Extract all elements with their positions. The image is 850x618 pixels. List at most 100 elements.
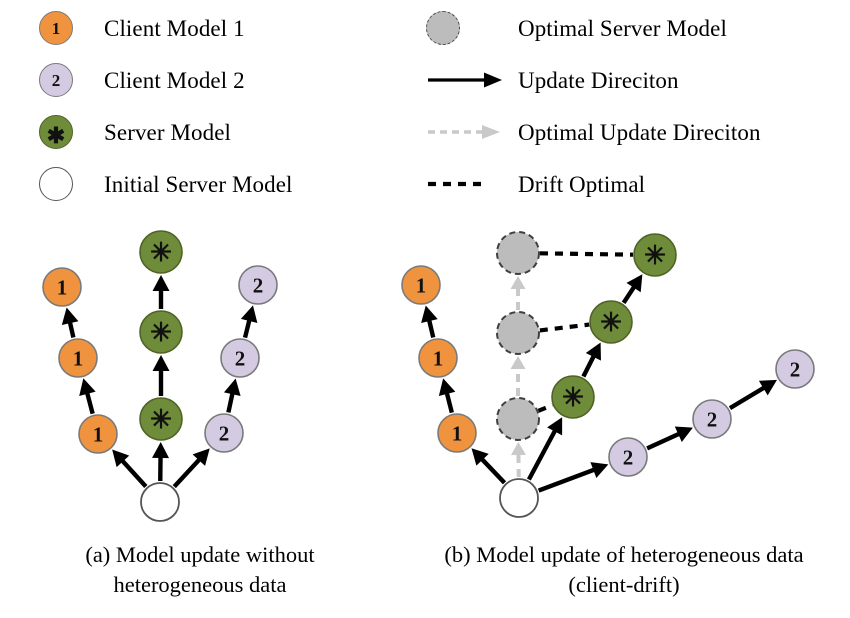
legend-marker-wrapper: ✱ bbox=[8, 115, 104, 149]
panel-b-node-circle bbox=[496, 231, 540, 275]
optimal-update-direction-arrow-icon bbox=[428, 125, 500, 139]
panel-b-node-circle bbox=[499, 478, 539, 518]
legend-item-right-2: Update Direciton bbox=[420, 54, 679, 106]
panel-a-node-server: ✳ bbox=[139, 310, 183, 354]
legend-marker-wrapper: 2 bbox=[8, 63, 104, 97]
panel-a-node-star-glyph: ✳ bbox=[150, 318, 172, 347]
panel-b-node-circle bbox=[437, 413, 477, 453]
legend-item-left-4: Initial Server Model bbox=[8, 158, 293, 210]
legend-label: Client Model 2 bbox=[104, 67, 245, 93]
panel-b-svg: 1 1 1 ✳ ✳ ✳ 2 2 2 bbox=[401, 231, 815, 518]
panel-a-node-client1: 1 bbox=[42, 267, 82, 307]
panel-b-update-arrow-shaft bbox=[728, 385, 767, 411]
update-direction-arrow-icon bbox=[428, 72, 502, 88]
legend-item-right-1: Optimal Server Model bbox=[420, 2, 727, 54]
panel-b-drift-optimal-line bbox=[539, 322, 590, 333]
legend-label: Optimal Update Direciton bbox=[518, 119, 761, 145]
panel-a-node-star-glyph: ✳ bbox=[150, 405, 172, 434]
panel-b-node-client2: 2 bbox=[608, 437, 648, 477]
panel-a-node-client1: 1 bbox=[78, 414, 118, 454]
initial-server-model-icon bbox=[39, 167, 73, 201]
drift-optimal-line-icon bbox=[428, 181, 488, 187]
caption-b-line1: (b) Model update of heterogeneous data bbox=[444, 542, 804, 567]
panel-b-optimal-update-arrowhead bbox=[510, 356, 526, 369]
panel-a-node-label: 1 bbox=[73, 347, 84, 371]
diagram-panels: 1 1 1 ✳ ✳ ✳ 2 2 2 1 1 1 ✳ ✳ ✳ 2 2 2 bbox=[0, 210, 850, 540]
panel-a-update-arrow-shaft bbox=[84, 391, 95, 415]
panel-b-node-circle bbox=[692, 399, 732, 439]
panel-b-optimal-update-arrowhead bbox=[510, 276, 526, 289]
panel-b-node-optimal bbox=[496, 231, 540, 275]
panel-b-node-client1: 1 bbox=[418, 338, 458, 378]
panel-b-node-label: 1 bbox=[433, 347, 444, 371]
panel-b-edges bbox=[421, 251, 778, 493]
caption-a-line1: (a) Model update without bbox=[85, 542, 315, 567]
panel-b-node-label: 2 bbox=[707, 408, 718, 432]
panel-b-node-star-glyph: ✳ bbox=[600, 308, 622, 337]
panel-a-update-arrowhead bbox=[240, 305, 258, 323]
panel-b-node-circle bbox=[496, 311, 540, 355]
panel-a-node-circle bbox=[139, 397, 183, 441]
panel-a-node-client2: 2 bbox=[238, 265, 278, 305]
panel-b-node-optimal bbox=[496, 311, 540, 355]
panel-a-update-arrow-shaft bbox=[119, 458, 148, 488]
panel-b-node-client2: 2 bbox=[775, 349, 815, 389]
server-model-icon: ✱ bbox=[39, 115, 73, 149]
panel-a-update-arrowhead bbox=[112, 449, 130, 468]
panel-a-update-arrowhead bbox=[152, 355, 170, 371]
legend-label: Drift Optimal bbox=[518, 171, 646, 197]
panel-b-node-circle bbox=[401, 265, 441, 305]
legend-label: Optimal Server Model bbox=[518, 15, 727, 41]
panel-b-node-circle bbox=[551, 375, 595, 419]
panel-b-optimal-update-arrowhead bbox=[510, 441, 526, 456]
legend-marker-wrapper bbox=[8, 167, 104, 201]
legend-marker-wrapper: 1 bbox=[8, 11, 104, 45]
client-model-2-icon: 2 bbox=[39, 63, 73, 97]
panel-b-node-circle bbox=[775, 349, 815, 389]
panel-a-node-circle bbox=[139, 310, 183, 354]
panel-b-update-arrow-shaft bbox=[426, 318, 436, 339]
panel-b-drift-optimal-line bbox=[537, 403, 554, 413]
panel-b-update-arrowhead bbox=[626, 274, 643, 293]
panel-b-node-server: ✳ bbox=[551, 375, 595, 419]
panel-a-node-circle bbox=[58, 338, 98, 378]
optimal-server-model-icon bbox=[426, 11, 460, 45]
panel-a-node-label: 2 bbox=[219, 422, 230, 446]
panel-a-edges bbox=[61, 275, 258, 489]
panel-a-node-server: ✳ bbox=[139, 397, 183, 441]
panel-a-nodes: 1 1 1 ✳ ✳ ✳ 2 2 2 bbox=[42, 230, 278, 522]
panel-a-node-client2: 2 bbox=[220, 338, 260, 378]
panel-b-node-circle bbox=[418, 338, 458, 378]
panel-a-node-circle bbox=[42, 267, 82, 307]
panel-b-update-arrow-shaft bbox=[444, 391, 454, 414]
panel-b-node-server: ✳ bbox=[633, 233, 677, 277]
caption-b-line2: (client-drift) bbox=[568, 571, 680, 597]
panel-b-node-label: 1 bbox=[416, 274, 427, 298]
panel-b-node-server: ✳ bbox=[589, 300, 633, 344]
panel-a-node-label: 1 bbox=[57, 276, 68, 300]
legend-label: Client Model 1 bbox=[104, 15, 245, 41]
panel-b-update-arrowhead bbox=[547, 417, 563, 436]
panel-b-update-arrow-shaft bbox=[537, 467, 597, 493]
panel-a-node-circle bbox=[78, 414, 118, 454]
panel-b-update-arrow-shaft bbox=[621, 284, 637, 304]
panel-b-nodes: 1 1 1 ✳ ✳ ✳ 2 2 2 bbox=[401, 231, 815, 518]
panel-a-update-arrow-shaft bbox=[242, 318, 252, 339]
legend-item-left-3: ✱Server Model bbox=[8, 106, 231, 158]
legend-marker-wrapper bbox=[420, 121, 518, 143]
panel-a-node-server: ✳ bbox=[139, 230, 183, 274]
panel-b-update-arrowhead bbox=[758, 379, 778, 396]
panel-b-node-circle bbox=[633, 233, 677, 277]
panel-b-node-star-glyph: ✳ bbox=[562, 383, 584, 412]
panel-a-update-arrowhead bbox=[192, 448, 210, 466]
panel-a-update-arrow-shaft bbox=[172, 457, 202, 489]
panel-a-node-client1: 1 bbox=[58, 338, 98, 378]
panel-b-node-client1: 1 bbox=[437, 413, 477, 453]
panel-a-update-arrow-shaft bbox=[67, 320, 76, 338]
panel-b-node-label: 2 bbox=[790, 358, 801, 382]
panel-b-node-circle bbox=[496, 397, 540, 441]
panel-b-update-arrowhead bbox=[674, 426, 693, 442]
panel-b-node-label: 2 bbox=[623, 446, 634, 470]
